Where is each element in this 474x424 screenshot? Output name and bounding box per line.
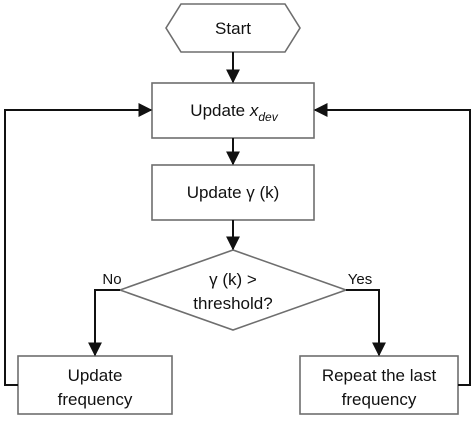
arrow-loop-left [4, 103, 153, 386]
update-frequency-node: Update frequency [17, 355, 173, 415]
arrow-loop-right [313, 103, 471, 386]
decision-node: γ (k) > threshold? [117, 249, 349, 331]
update-frequency-line2: frequency [58, 390, 133, 409]
start-label: Start [215, 19, 251, 38]
arrow-decision-yes [346, 289, 386, 357]
repeat-last-node: Repeat the last frequency [299, 355, 459, 415]
edge-label-yes: Yes [348, 271, 372, 288]
repeat-last-line1: Repeat the last [322, 366, 437, 385]
repeat-last-line2: frequency [342, 390, 417, 409]
update-frequency-line1: Update [68, 366, 123, 385]
update-xdev-node: Update xdev [151, 82, 315, 139]
decision-line1: γ (k) > [209, 270, 257, 289]
arrow-decision-no [88, 289, 120, 357]
update-xdev-var: x [249, 101, 259, 120]
start-node: Start [165, 3, 301, 53]
update-gamma-label: Update γ (k) [187, 183, 280, 202]
edge-label-no: No [102, 271, 121, 288]
update-xdev-text: Update [190, 101, 250, 120]
decision-line2: threshold? [193, 294, 272, 313]
update-xdev-label: Update xdev [190, 101, 278, 124]
update-xdev-sub: dev [258, 110, 278, 124]
update-gamma-node: Update γ (k) [151, 164, 315, 221]
